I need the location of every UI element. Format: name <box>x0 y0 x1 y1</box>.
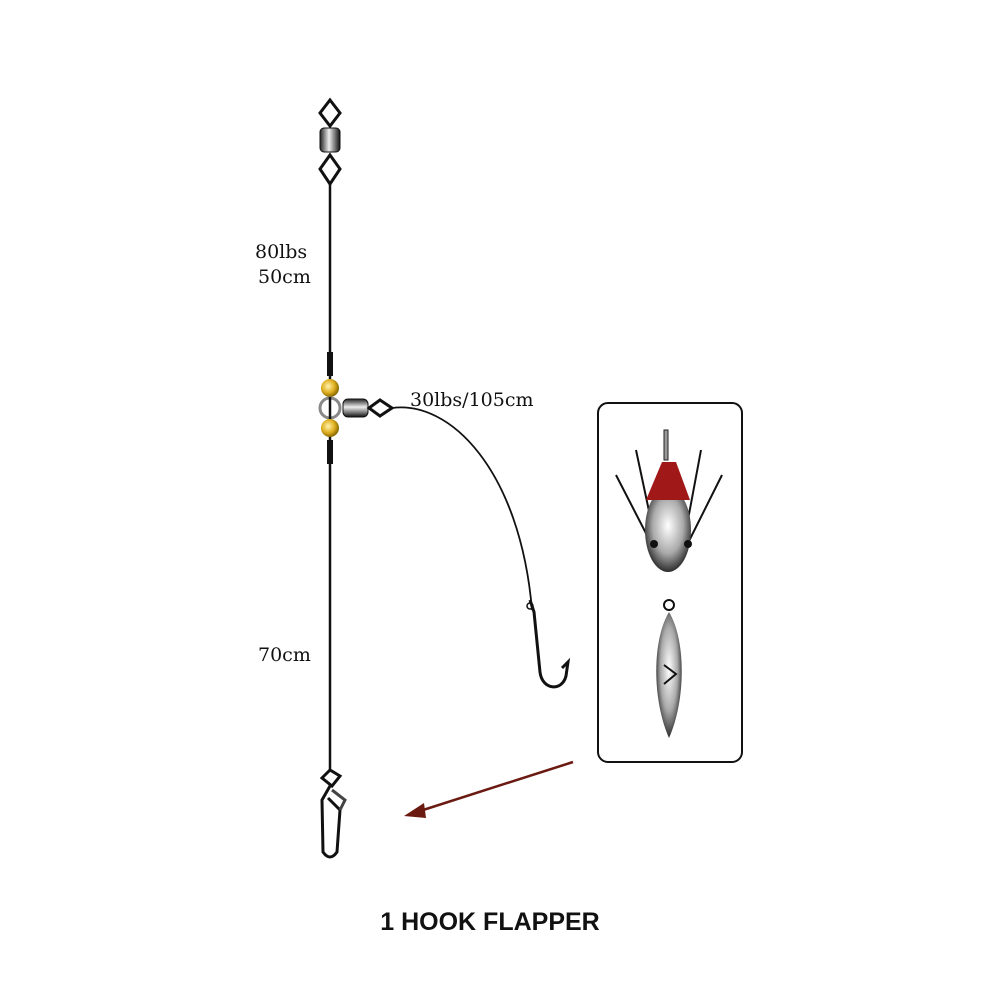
top-swivel <box>318 97 342 187</box>
diagram-title: 1 HOOK FLAPPER <box>380 908 600 936</box>
squid-lure-icon <box>615 429 723 572</box>
lure-inset-frame <box>597 402 743 763</box>
top-leader-strength-label: 80lbs <box>255 241 308 263</box>
bead-upper <box>321 379 339 397</box>
spinner-lure-icon <box>656 599 682 738</box>
bottom-length-label: 70cm <box>258 644 311 666</box>
snood-label: 30lbs/105cm <box>410 389 534 411</box>
snap-clip <box>319 768 347 859</box>
top-leader-length-label: 50cm <box>258 266 311 288</box>
crimp-sleeve-upper <box>327 352 333 376</box>
arrow-icon <box>404 760 574 818</box>
bead-lower <box>321 419 339 437</box>
branch-swivel <box>342 398 395 418</box>
hook-icon <box>528 599 571 689</box>
snood-line <box>391 406 533 611</box>
crimp-sleeve-lower <box>327 440 333 464</box>
